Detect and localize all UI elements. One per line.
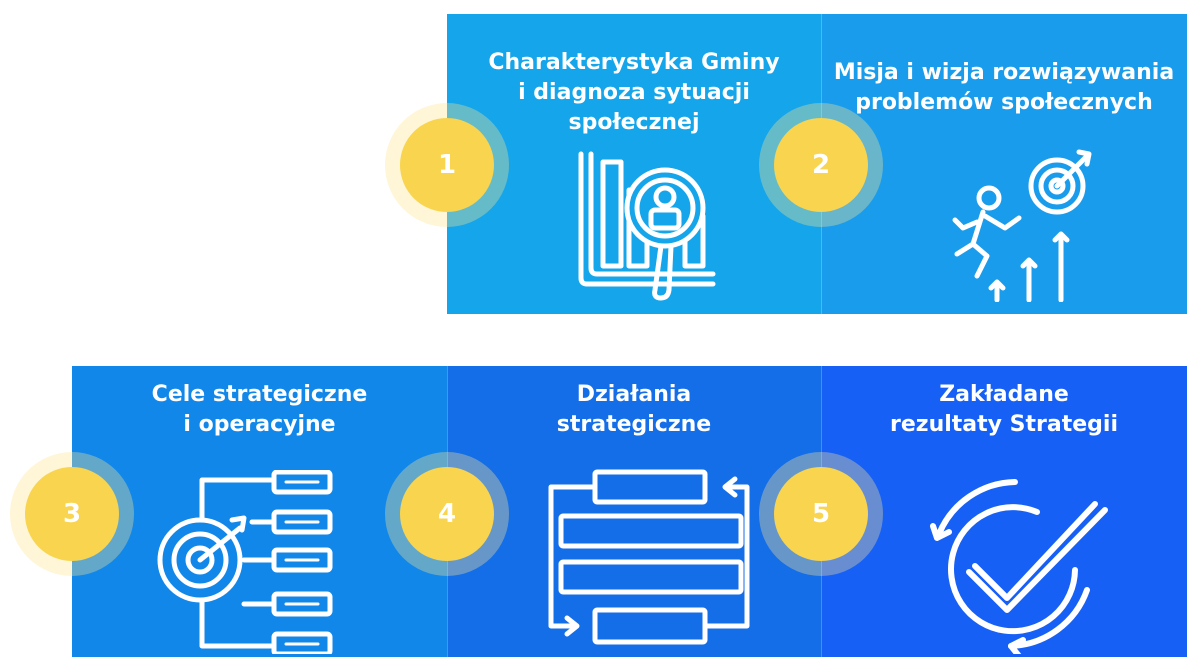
step-panel-1: Charakterystyka Gminy i diagnoza sytuacj…: [447, 14, 821, 314]
step-5-title: Zakładane rezultaty Strategii: [821, 380, 1187, 440]
process-flow-icon: [547, 468, 757, 656]
check-cycle-icon: [919, 474, 1119, 654]
step-2-title-line-1: Misja i wizja rozwiązywania: [833, 60, 1175, 85]
step-5-title-line-1: Zakładane: [939, 382, 1069, 407]
step-1-title: Charakterystyka Gminy i diagnoza sytuacj…: [447, 48, 821, 138]
runner-target-arrows-icon: [947, 142, 1097, 302]
step-5-badge: 5: [774, 467, 868, 561]
step-panel-4: Działania strategiczne: [447, 366, 821, 657]
step-2-badge: 2: [774, 118, 868, 212]
step-1-title-line-3: społecznej: [568, 110, 700, 135]
step-1-title-line-1: Charakterystyka Gminy: [488, 50, 780, 75]
step-3-title-line-1: Cele strategiczne: [151, 382, 368, 407]
step-3-title-line-2: i operacyjne: [183, 412, 336, 437]
step-4-title: Działania strategiczne: [447, 380, 821, 440]
step-4-badge: 4: [400, 467, 494, 561]
step-panel-2: Misja i wizja rozwiązywania problemów sp…: [821, 14, 1187, 314]
step-2-title: Misja i wizja rozwiązywania problemów sp…: [821, 58, 1187, 118]
step-5-title-line-2: rezultaty Strategii: [890, 412, 1118, 437]
step-3-badge: 3: [25, 467, 119, 561]
step-4-title-line-1: Działania: [576, 382, 692, 407]
step-1-badge: 1: [400, 118, 494, 212]
step-4-title-line-2: strategiczne: [556, 412, 712, 437]
target-hierarchy-icon: [152, 470, 342, 654]
step-2-title-line-2: problemów społecznych: [855, 90, 1153, 115]
step-panel-5: Zakładane rezultaty Strategii: [821, 366, 1187, 657]
chart-magnifier-person-icon: [573, 150, 723, 302]
step-panel-3: Cele strategiczne i operacyjne: [72, 366, 447, 657]
step-1-title-line-2: i diagnoza sytuacji: [518, 80, 750, 105]
step-3-title: Cele strategiczne i operacyjne: [72, 380, 447, 440]
